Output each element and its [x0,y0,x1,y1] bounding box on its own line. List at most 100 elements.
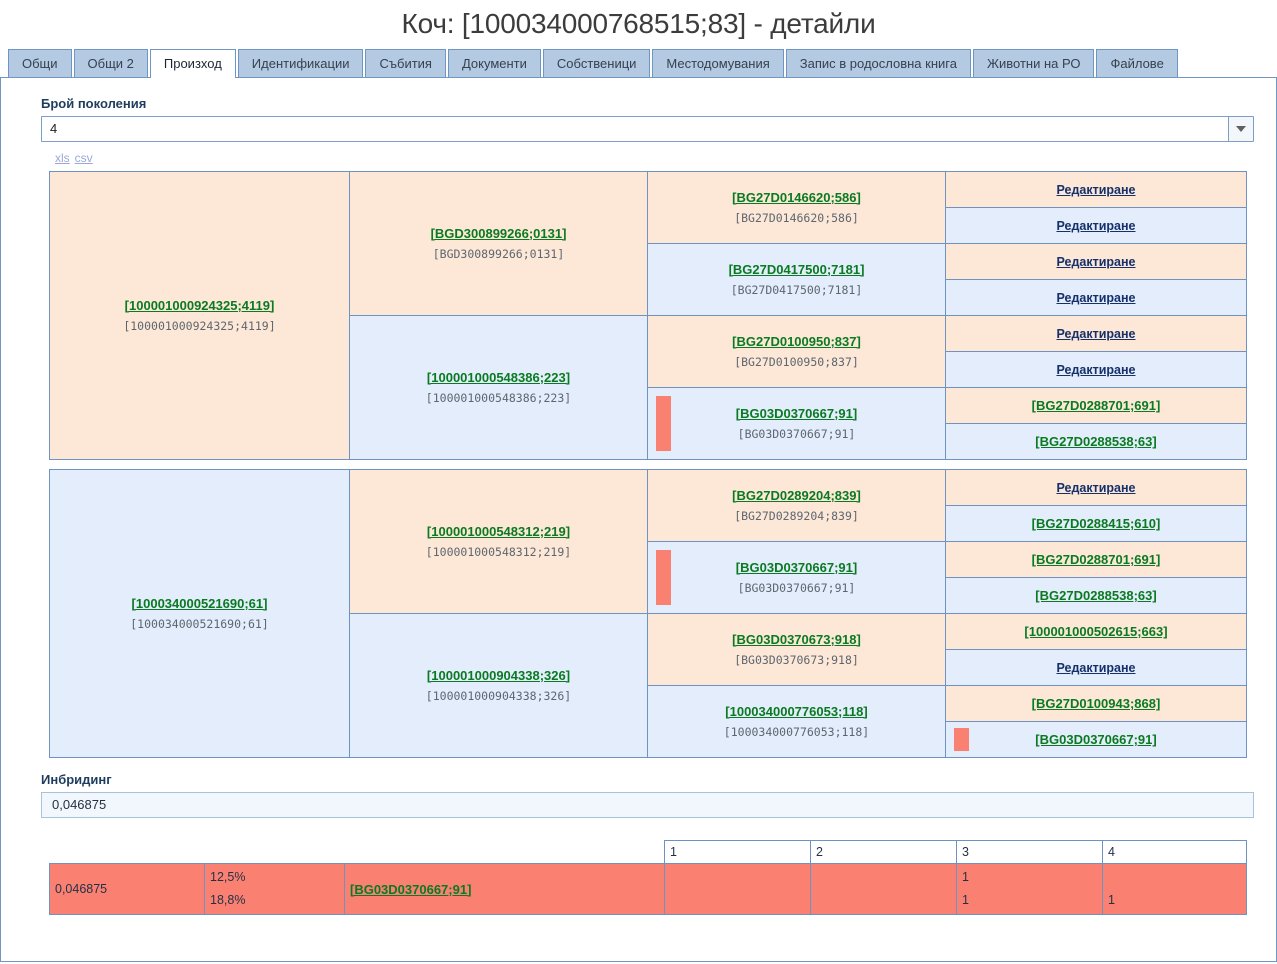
pedigree-cell-gen4-1[interactable]: Редактиране [945,207,1247,244]
pedigree-cell-gen3-3[interactable]: [BG03D0370667;91] [BG03D0370667;91] [647,387,946,460]
spacer-cell [205,841,345,864]
animal-name[interactable]: [100001000548386;223] [426,369,571,385]
inbreeding-gen2-cell [810,863,957,915]
animal-name[interactable]: [BG27D0288538;63] [1035,434,1157,449]
edit-link[interactable]: Редактиране [1056,254,1136,269]
animal-id: [100001000548312;219] [425,544,572,559]
tab-obshti[interactable]: Общи [8,49,72,77]
pedigree-cell-gen4-9[interactable]: [BG27D0288415;610] [945,505,1247,542]
pedigree-cell-gen3-4[interactable]: [BG27D0289204;839] [BG27D0289204;839] [647,469,946,542]
animal-name[interactable]: [100001000904338;326] [426,667,571,683]
tab-sobstvenici[interactable]: Собственици [542,49,651,77]
animal-name[interactable]: [BG27D0288701;691] [1031,552,1161,567]
inbreeding-gen1-cell [664,863,811,915]
edit-link[interactable]: Редактиране [1056,660,1136,675]
pedigree-cell-gen2-1[interactable]: [100001000548386;223] [100001000548386;2… [349,315,648,460]
animal-name[interactable]: [BG27D0100943;868] [1031,696,1161,711]
animal-name[interactable]: [100001000502615;663] [1024,624,1168,639]
animal-id: [BG27D0146620;586] [734,210,859,225]
pedigree-cell-gen3-6[interactable]: [BG03D0370673;918] [BG03D0370673;918] [647,613,946,686]
tab-zapis-rodoslovna-kniga[interactable]: Запис в родословна книга [785,49,971,77]
tab-faylove[interactable]: Файлове [1096,49,1178,77]
animal-id: [BG03D0370667;91] [737,580,856,595]
inbreeding-marker-icon [656,550,671,605]
table-row: [100001000904338;326] [100001000904338;3… [50,613,1247,758]
pedigree-cell-gen3-5[interactable]: [BG03D0370667;91] [BG03D0370667;91] [647,541,946,614]
tab-mestodomuvaniya[interactable]: Местодомувания [652,49,784,77]
animal-name[interactable]: [BG03D0370667;91] [350,881,472,897]
animal-name[interactable]: [100001000548312;219] [426,523,571,539]
inbreeding-ancestor-cell[interactable]: [BG03D0370667;91] [344,863,665,915]
animal-name[interactable]: [BG03D0370667;91] [735,405,858,421]
table-row: [100034000776053;118] [100034000776053;1… [50,685,1247,758]
table-row: [BG27D0288538;63] [50,577,1247,614]
table-row: 1 2 3 4 [50,840,1247,864]
spacer-cell [345,841,665,864]
pedigree-cell-gen4-11[interactable]: [BG27D0288538;63] [945,577,1247,614]
pedigree-cell-gen4-13[interactable]: Редактиране [945,649,1247,686]
table-row: Редактиране [50,207,1247,244]
inbreeding-gen3-cell: 1 1 [956,863,1103,915]
inbreeding-coefficient-cell: 0,046875 [49,863,205,915]
edit-link[interactable]: Редактиране [1056,218,1136,233]
tab-bar: Общи Общи 2 Произход Идентификации Събит… [0,48,1277,78]
table-row: Редактиране [50,649,1247,686]
edit-link[interactable]: Редактиране [1056,182,1136,197]
pedigree-cell-gen1-sire[interactable]: [100001000924325;4119] [100001000924325;… [49,171,350,460]
animal-name[interactable]: [BGD300899266;0131] [430,225,567,241]
edit-link[interactable]: Редактиране [1056,362,1136,377]
pedigree-cell-gen4-14[interactable]: [BG27D0100943;868] [945,685,1247,722]
pedigree-cell-gen4-8[interactable]: Редактиране [945,469,1247,506]
pedigree-cell-gen4-10[interactable]: [BG27D0288701;691] [945,541,1247,578]
tab-zhivotni-na-ro[interactable]: Животни на РО [972,49,1095,77]
animal-name[interactable]: [BG03D0370673;918] [732,631,861,647]
table-row: [100001000548386;223] [100001000548386;2… [50,315,1247,460]
animal-name[interactable]: [100001000924325;4119] [124,297,275,313]
tab-proizhod[interactable]: Произход [149,49,236,78]
generations-select[interactable]: 4 [41,116,1254,142]
generation-header-3: 3 [956,840,1103,864]
pedigree-cell-gen4-3[interactable]: Редактиране [945,279,1247,316]
pedigree-cell-gen2-3[interactable]: [100001000904338;326] [100001000904338;3… [349,613,648,758]
pedigree-cell-gen4-15[interactable]: [BG03D0370667;91] [945,721,1247,758]
animal-name[interactable]: [100034000521690;61] [131,595,268,611]
chevron-down-icon[interactable] [1228,117,1253,141]
pedigree-cell-gen2-0[interactable]: [BGD300899266;0131] [BGD300899266;0131] [349,171,648,316]
inbreeding-label: Инбридинг [41,772,112,787]
animal-name[interactable]: [BG03D0370667;91] [735,559,858,575]
tab-identifikacii[interactable]: Идентификации [237,49,364,77]
pedigree-cell-gen3-0[interactable]: [BG27D0146620;586] [BG27D0146620;586] [647,171,946,244]
tab-obshti-2[interactable]: Общи 2 [73,49,148,77]
pedigree-cell-gen3-7[interactable]: [100034000776053;118] [100034000776053;1… [647,685,946,758]
animal-name[interactable]: [BG27D0100950;837] [732,333,861,349]
pedigree-cell-gen3-2[interactable]: [BG27D0100950;837] [BG27D0100950;837] [647,315,946,388]
animal-id: [BG27D0289204;839] [734,508,859,523]
pedigree-cell-gen4-5[interactable]: Редактиране [945,351,1247,388]
animal-name[interactable]: [BG27D0288701;691] [1031,398,1161,413]
generation-header-4: 4 [1102,840,1247,864]
pedigree-cell-gen4-12[interactable]: [100001000502615;663] [945,613,1247,650]
animal-name[interactable]: [100034000776053;118] [725,703,868,719]
edit-link[interactable]: Редактиране [1056,480,1136,495]
pedigree-cell-gen4-7[interactable]: [BG27D0288538;63] [945,423,1247,460]
pedigree-cell-gen4-0[interactable]: Редактиране [945,171,1247,208]
pedigree-cell-gen4-6[interactable]: [BG27D0288701;691] [945,387,1247,424]
tab-sabitiya[interactable]: Събития [365,49,446,77]
animal-name[interactable]: [BG27D0146620;586] [732,189,861,205]
edit-link[interactable]: Редактиране [1056,290,1136,305]
animal-name[interactable]: [BG27D0417500;7181] [728,261,865,277]
export-xls-link[interactable]: xls [55,151,70,165]
pedigree-cell-gen3-1[interactable]: [BG27D0417500;7181] [BG27D0417500;7181] [647,243,946,316]
animal-name[interactable]: [BG27D0288415;610] [1031,516,1161,531]
animal-name[interactable]: [BG27D0288538;63] [1035,588,1157,603]
edit-link[interactable]: Редактиране [1056,326,1136,341]
animal-name[interactable]: [BG03D0370667;91] [1035,732,1157,747]
pedigree-cell-gen4-2[interactable]: Редактиране [945,243,1247,280]
animal-name[interactable]: [BG27D0289204;839] [732,487,861,503]
export-csv-link[interactable]: csv [74,151,93,165]
pedigree-cell-gen2-2[interactable]: [100001000548312;219] [100001000548312;2… [349,469,648,614]
pedigree-cell-gen4-4[interactable]: Редактиране [945,315,1247,352]
tab-dokumenti[interactable]: Документи [447,49,541,77]
pedigree-cell-gen1-dam[interactable]: [100034000521690;61] [100034000521690;61… [49,469,350,758]
